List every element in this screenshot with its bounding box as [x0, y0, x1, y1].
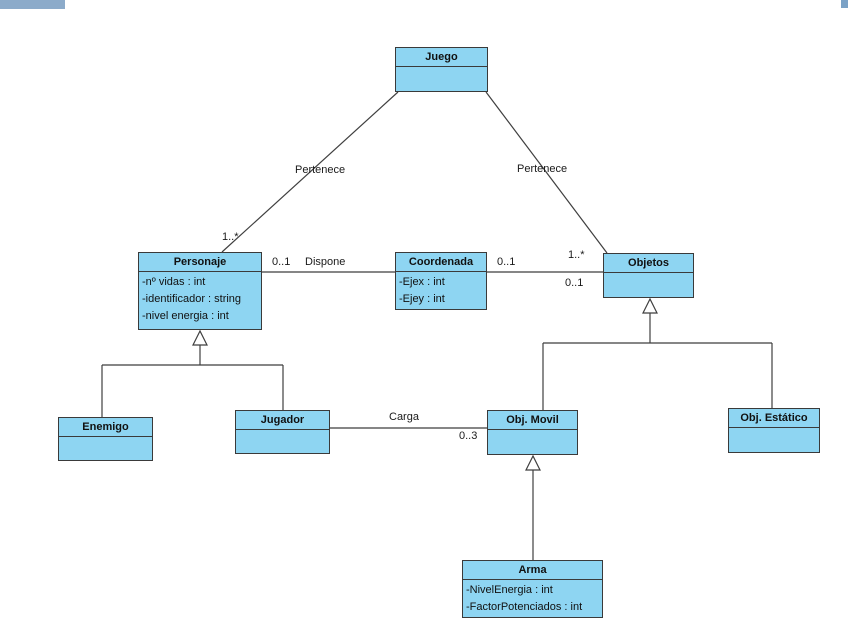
class-obj-estatico-attributes — [729, 428, 819, 452]
attribute: -Ejex : int — [399, 276, 445, 288]
attribute: -nivel energia : int — [142, 310, 229, 322]
class-arma-title: Arma — [463, 561, 602, 580]
class-coordenada[interactable]: Coordenada -Ejex : int -Ejey : int — [395, 252, 487, 310]
class-obj-movil[interactable]: Obj. Movil — [487, 410, 578, 455]
association-label-pertenece-right: Pertenece — [517, 163, 568, 175]
class-obj-movil-title: Obj. Movil — [488, 411, 577, 430]
generalization-arrow-objmovil — [525, 454, 541, 471]
window-decor-bar — [0, 0, 65, 9]
class-personaje-attributes: -nº vidas : int -identificador : string … — [139, 272, 261, 329]
association-label-carga: Carga — [389, 411, 419, 423]
attribute: -NivelEnergia : int — [466, 584, 553, 596]
class-coordenada-attributes: -Ejex : int -Ejey : int — [396, 272, 486, 310]
class-objetos-attributes — [604, 273, 693, 297]
multiplicity-objmovil-carga: 0..3 — [459, 430, 478, 442]
class-jugador[interactable]: Jugador — [235, 410, 330, 454]
attribute: -FactorPotenciados : int — [466, 601, 583, 613]
class-objetos-title: Objetos — [604, 254, 693, 273]
multiplicity-coordenada-dispone: 0..1 — [497, 256, 516, 268]
class-jugador-attributes — [236, 430, 329, 453]
attribute: -Ejey : int — [399, 293, 445, 305]
association-label-dispone: Dispone — [305, 256, 346, 268]
association-label-pertenece-left: Pertenece — [295, 164, 346, 176]
class-obj-estatico[interactable]: Obj. Estático — [728, 408, 820, 453]
class-obj-movil-attributes — [488, 430, 577, 454]
class-enemigo-attributes — [59, 437, 152, 460]
multiplicity-personaje-dispone: 0..1 — [272, 256, 291, 268]
generalization-arrow-personaje — [192, 329, 208, 346]
class-obj-estatico-title: Obj. Estático — [729, 409, 819, 428]
class-personaje[interactable]: Personaje -nº vidas : int -identificador… — [138, 252, 262, 330]
class-juego[interactable]: Juego — [395, 47, 488, 92]
class-personaje-title: Personaje — [139, 253, 261, 272]
attribute: -nº vidas : int — [142, 276, 206, 288]
class-enemigo-title: Enemigo — [59, 418, 152, 437]
class-juego-attributes — [396, 67, 487, 91]
class-objetos[interactable]: Objetos — [603, 253, 694, 298]
class-jugador-title: Jugador — [236, 411, 329, 430]
class-arma[interactable]: Arma -NivelEnergia : int -FactorPotencia… — [462, 560, 603, 618]
window-decor-square — [841, 0, 848, 8]
multiplicity-objetos-juego: 1..* — [568, 249, 585, 261]
class-juego-title: Juego — [396, 48, 487, 67]
attribute: -identificador : string — [142, 293, 242, 305]
class-enemigo[interactable]: Enemigo — [58, 417, 153, 461]
multiplicity-objetos-dispone: 0..1 — [565, 277, 584, 289]
multiplicity-personaje-juego: 1..* — [222, 231, 239, 243]
class-arma-attributes: -NivelEnergia : int -FactorPotenciados :… — [463, 580, 602, 618]
generalization-arrow-objetos — [642, 297, 658, 314]
class-coordenada-title: Coordenada — [396, 253, 486, 272]
